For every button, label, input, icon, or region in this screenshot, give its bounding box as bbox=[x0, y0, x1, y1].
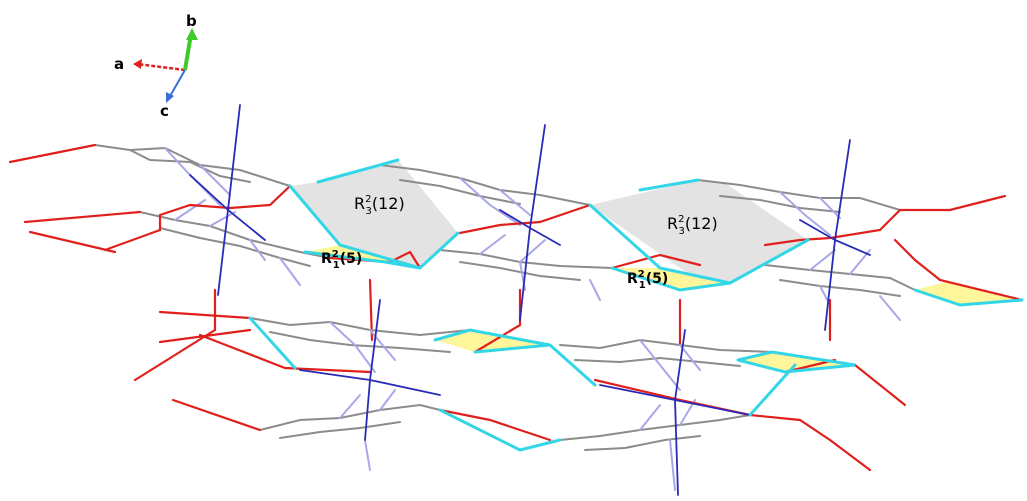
axis-b-label: b bbox=[186, 12, 197, 30]
small-ring-motif-right bbox=[612, 268, 730, 290]
upper-layer-framework bbox=[8, 104, 1024, 347]
lower-metal-bonds bbox=[299, 299, 751, 496]
axis-a-arrow bbox=[136, 62, 186, 72]
axis-b-arrowhead bbox=[186, 28, 198, 40]
axis-c-label: c bbox=[160, 102, 169, 120]
lower-oxygen-bonds bbox=[133, 310, 907, 472]
large-ring-motif-right bbox=[590, 180, 808, 283]
lower-hydrogen-bonds bbox=[248, 316, 856, 452]
lower-nitrogen-bonds bbox=[329, 321, 701, 491]
axis-c-arrow bbox=[168, 69, 186, 99]
axis-a-label: a bbox=[114, 55, 124, 73]
small-ring-motif-right-edge bbox=[915, 282, 1022, 305]
axis-a-arrowhead bbox=[133, 59, 142, 69]
upper-oxygen-bonds bbox=[8, 143, 1024, 347]
large-ring-motif-left bbox=[290, 160, 458, 268]
lower-aromatic-rings bbox=[249, 317, 773, 451]
upper-hydrogen-bonds bbox=[288, 158, 1024, 307]
axis-c-arrowhead bbox=[166, 92, 174, 103]
upper-metal-bonds bbox=[189, 104, 871, 331]
axis-triad: a b c bbox=[114, 12, 198, 120]
lower-layer-framework bbox=[133, 299, 907, 496]
